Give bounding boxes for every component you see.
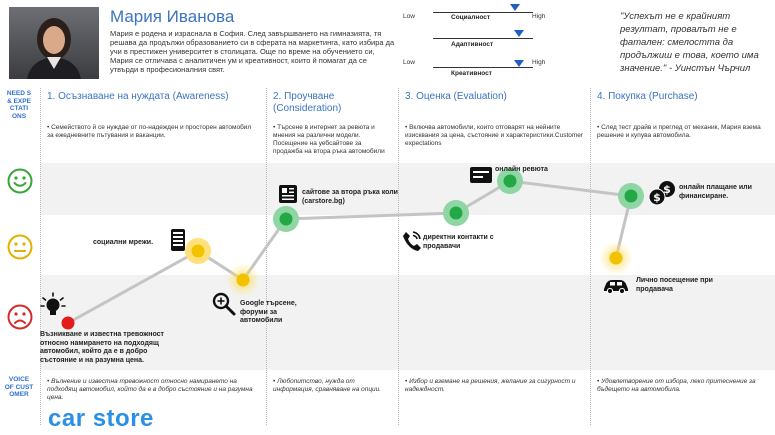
stage-voice-purchase: • Удовлетворение от избора, леко притесн…	[597, 378, 756, 393]
touchpoint-label: социални мрежи.	[93, 239, 154, 246]
touchpoint-label: онлайн плащане или финансиране.	[679, 184, 752, 200]
scale-creativity: Low Креативност High	[403, 56, 548, 78]
touchpoint-label: Възникване и известна тревожност относно…	[40, 331, 164, 364]
phone-icon	[403, 231, 421, 251]
newspaper-icon	[279, 185, 297, 203]
persona-photo	[9, 7, 99, 79]
car-icon	[604, 280, 628, 294]
journey-point	[236, 273, 250, 287]
touchpoint-label: Google търсене, форуми за автомобили	[240, 300, 297, 324]
band-neutral	[40, 215, 775, 275]
persona-name: Мария Иванова	[110, 7, 235, 26]
scale-sociality: Low Социалност High	[403, 4, 548, 24]
touchpoint-label: директни контакти с продавачи	[423, 234, 494, 250]
neutral-face-icon	[7, 234, 33, 260]
row-label-voice: VOICE OF CUST OMER	[4, 376, 34, 398]
scale-marker	[510, 4, 520, 11]
journey-point	[279, 212, 293, 226]
smartphone-icon	[171, 229, 185, 251]
touchpoint-label: Лично посещение при продавача	[636, 277, 713, 293]
stage-title-consideration: 2. Проучване (Consideration)	[273, 91, 342, 114]
journey-point	[503, 174, 517, 188]
persona-quote: "Успехът не е крайният резултат, провалъ…	[620, 11, 759, 74]
journey-point	[449, 206, 463, 220]
band-needs	[40, 88, 775, 163]
review-card-icon	[470, 167, 492, 183]
stage-need-purchase: • След тест драйв и преглед от механик, …	[597, 124, 761, 139]
scale-high-label: High	[532, 13, 546, 20]
stage-voice-awareness: • Вълнение и известна тревожност относно…	[47, 378, 253, 401]
stage-need-awareness: • Семейството й се нуждае от по-надежден…	[47, 124, 252, 139]
svg-text:$: $	[653, 191, 661, 204]
persona-avatar	[27, 18, 81, 79]
scale-label: Креативност	[451, 70, 492, 77]
svg-text:$: $	[663, 183, 671, 196]
lightbulb-icon	[40, 292, 66, 315]
stage-voice-consideration: • Любопитство, нужда от информация, срав…	[273, 378, 382, 393]
journey-point	[624, 189, 638, 203]
stage-title-purchase: 4. Покупка (Purchase)	[597, 91, 698, 102]
column-divider	[40, 88, 41, 425]
column-divider	[266, 88, 267, 425]
journey-point	[609, 251, 623, 265]
row-label-needs: NEED S & EXPE CTATI ONS	[6, 90, 32, 120]
scale-label: Социалност	[451, 14, 491, 21]
stage-title-awareness: 1. Осъзнаване на нуждата (Awareness)	[47, 91, 229, 102]
journey-point	[61, 316, 75, 330]
touchpoint-label: онлайн ревюта	[495, 166, 548, 173]
happy-face-icon	[7, 168, 33, 194]
scale-low-label: Low	[403, 59, 415, 66]
scale-marker	[514, 30, 524, 37]
stage-voice-evaluation: • Избор и вземане на решения, желание за…	[405, 378, 576, 393]
journey-point	[191, 244, 205, 258]
money-coins-icon: $ $	[648, 181, 675, 206]
scale-line	[433, 38, 533, 39]
scale-line	[433, 12, 533, 13]
stage-need-consideration: • Търсене в интернет за ревюта и мнения …	[273, 124, 385, 155]
scale-marker	[514, 60, 524, 67]
scale-label: Адаптивност	[451, 41, 494, 48]
scale-line	[433, 67, 533, 68]
column-divider	[590, 88, 591, 425]
sad-face-icon	[7, 304, 33, 330]
carstore-logo: car store	[48, 405, 154, 432]
column-divider	[398, 88, 399, 425]
scale-low-label: Low	[403, 13, 415, 20]
band-negative	[40, 275, 775, 370]
scale-adaptability: Адаптивност	[403, 28, 548, 48]
search-icon	[212, 292, 236, 316]
touchpoint-label: сайтове за втора ръка коли (carstore.bg)	[302, 189, 398, 205]
stage-need-evaluation: • Включва автомобили, които отговарят на…	[405, 124, 584, 147]
stage-title-evaluation: 3. Оценка (Evaluation)	[405, 91, 507, 102]
band-positive	[40, 163, 775, 215]
scale-high-label: High	[532, 59, 546, 66]
persona-bio: Мария е родена и израснала в София. След…	[110, 29, 395, 74]
band-voice	[40, 370, 775, 425]
